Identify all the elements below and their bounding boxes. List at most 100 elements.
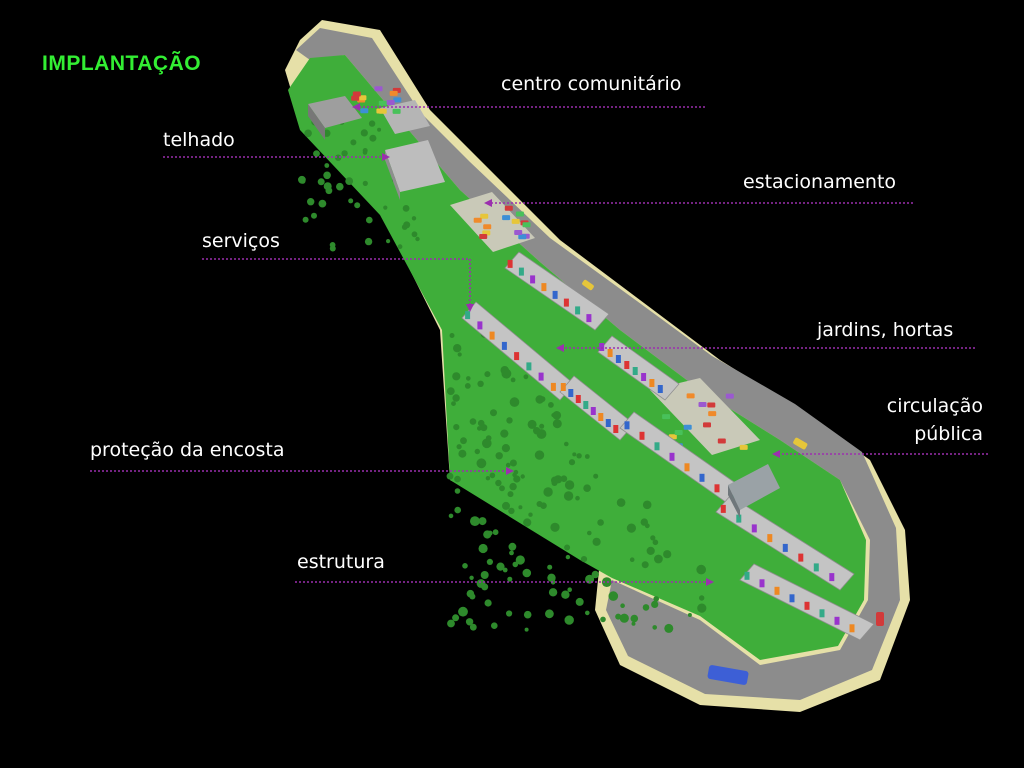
tree bbox=[302, 216, 309, 223]
tree bbox=[313, 150, 320, 158]
tree bbox=[452, 394, 460, 402]
parked-car bbox=[392, 108, 401, 114]
tree bbox=[629, 557, 635, 562]
tree bbox=[620, 603, 625, 608]
tree bbox=[550, 522, 560, 532]
tree bbox=[547, 564, 553, 570]
tree bbox=[536, 501, 543, 507]
balcony bbox=[538, 372, 544, 381]
parking-lots bbox=[450, 192, 760, 455]
tree bbox=[335, 154, 342, 161]
tree bbox=[476, 458, 487, 469]
tree bbox=[350, 139, 357, 146]
balcony bbox=[649, 379, 655, 387]
tree bbox=[478, 517, 487, 526]
parked-car bbox=[386, 100, 395, 105]
tree bbox=[663, 550, 672, 559]
tree bbox=[515, 555, 525, 565]
balcony bbox=[607, 349, 613, 357]
tree bbox=[520, 474, 525, 479]
tree bbox=[626, 523, 637, 533]
yellow-car-on-road-2 bbox=[582, 279, 594, 291]
parked-car bbox=[518, 234, 527, 240]
parked-car bbox=[739, 444, 748, 450]
tree bbox=[462, 563, 468, 569]
tree bbox=[523, 374, 529, 380]
tree bbox=[477, 419, 485, 427]
tree bbox=[593, 473, 599, 479]
balcony bbox=[789, 594, 795, 603]
parked-car bbox=[662, 414, 671, 420]
balcony bbox=[804, 601, 810, 610]
housing-blocks bbox=[461, 251, 875, 641]
tree bbox=[564, 441, 569, 447]
tree bbox=[567, 587, 572, 592]
tree bbox=[366, 216, 373, 224]
tree bbox=[510, 377, 516, 383]
tree bbox=[411, 231, 418, 238]
parked-cars bbox=[351, 86, 748, 452]
tree bbox=[523, 610, 532, 619]
arrow-protecao-encosta bbox=[506, 467, 514, 475]
balcony bbox=[568, 389, 574, 397]
tree bbox=[600, 616, 606, 623]
tree bbox=[485, 435, 492, 441]
tree bbox=[509, 459, 517, 467]
tree bbox=[474, 448, 480, 455]
balcony bbox=[632, 367, 638, 375]
parked-car bbox=[703, 422, 711, 428]
balcony bbox=[759, 579, 765, 588]
tree bbox=[491, 622, 498, 629]
label-estrutura: estrutura bbox=[297, 551, 385, 573]
parked-car bbox=[686, 393, 695, 399]
tree bbox=[508, 507, 515, 515]
tree bbox=[616, 498, 626, 507]
tree bbox=[484, 599, 492, 607]
tree bbox=[548, 402, 554, 408]
tree bbox=[641, 561, 649, 569]
balcony bbox=[477, 321, 483, 330]
balcony bbox=[501, 341, 507, 350]
tree bbox=[311, 212, 317, 219]
parked-car bbox=[352, 91, 361, 97]
tree bbox=[561, 590, 570, 599]
balcony bbox=[699, 473, 705, 482]
parked-car bbox=[502, 215, 511, 221]
tree bbox=[502, 501, 510, 510]
red-car-on-road bbox=[876, 612, 884, 626]
tree bbox=[619, 613, 629, 623]
parked-car bbox=[378, 108, 387, 114]
label-jardins-hortas: jardins, hortas bbox=[817, 319, 954, 341]
tree bbox=[460, 437, 467, 445]
tree bbox=[369, 134, 377, 142]
arrow-centro-comunitario bbox=[352, 103, 360, 111]
label-circulacao-publica-line2: pública bbox=[914, 423, 983, 445]
tree bbox=[664, 623, 674, 633]
tree bbox=[492, 529, 499, 536]
tree bbox=[551, 413, 556, 418]
tree bbox=[646, 546, 655, 556]
balcony bbox=[684, 463, 690, 472]
balcony bbox=[575, 395, 581, 403]
tree bbox=[480, 571, 489, 579]
tree bbox=[448, 513, 454, 519]
tree bbox=[507, 491, 514, 498]
tree bbox=[576, 453, 582, 459]
tree bbox=[464, 383, 471, 389]
balcony bbox=[639, 431, 645, 440]
tree bbox=[513, 475, 521, 483]
arrow-estrutura bbox=[706, 578, 714, 586]
tree bbox=[466, 376, 471, 381]
tree bbox=[482, 438, 492, 449]
tree bbox=[512, 561, 519, 568]
tree bbox=[552, 411, 562, 420]
tree bbox=[506, 610, 513, 617]
tree bbox=[499, 485, 505, 492]
tree bbox=[545, 609, 554, 619]
balcony bbox=[563, 298, 569, 307]
tree bbox=[584, 454, 590, 459]
balcony bbox=[624, 361, 630, 369]
tree bbox=[572, 452, 577, 457]
tree bbox=[415, 236, 420, 242]
